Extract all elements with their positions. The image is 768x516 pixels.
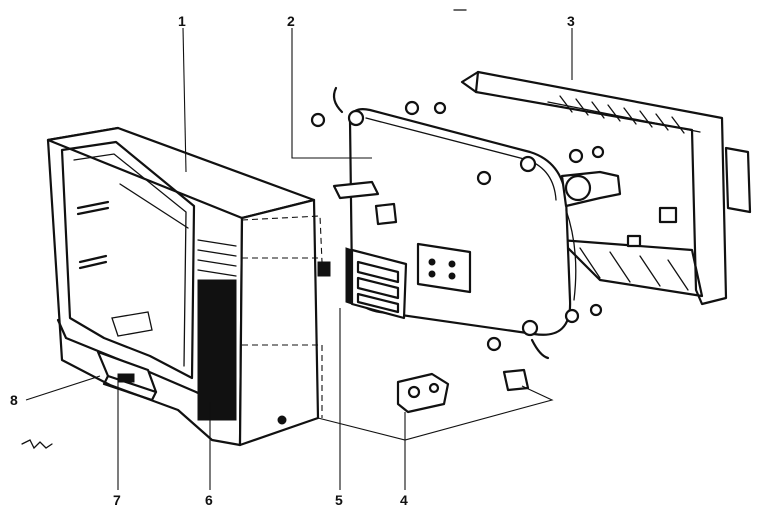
callout-1: 1 — [178, 13, 186, 29]
callout-4: 4 — [400, 492, 408, 508]
callout-3: 3 — [567, 13, 575, 29]
callout-labels: 1 2 3 4 5 6 7 8 — [10, 13, 575, 508]
switch-assembly — [396, 368, 530, 414]
control-bracket — [317, 180, 472, 320]
picture-tube — [310, 86, 622, 360]
rear-cover — [460, 70, 752, 306]
front-cabinet — [46, 126, 320, 447]
callout-6: 6 — [205, 492, 213, 508]
callout-8: 8 — [10, 392, 18, 408]
callout-5: 5 — [335, 492, 343, 508]
scan-mark — [21, 439, 53, 450]
leader-lines — [25, 27, 573, 490]
callout-7: 7 — [113, 492, 121, 508]
callout-2: 2 — [287, 13, 295, 29]
